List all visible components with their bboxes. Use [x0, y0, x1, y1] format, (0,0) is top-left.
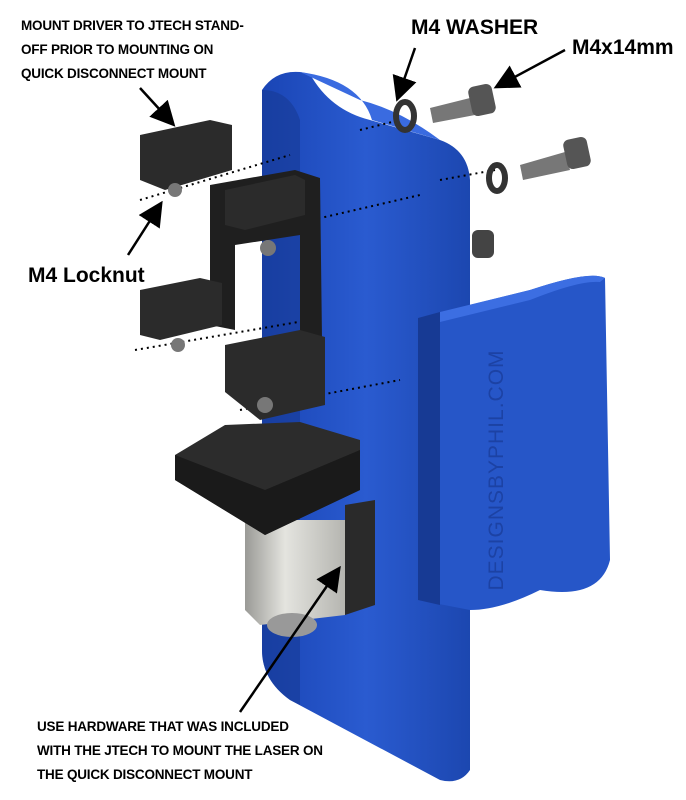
driver-note-line: MOUNT DRIVER TO JTECH STAND- — [21, 18, 244, 33]
driver-note: MOUNT DRIVER TO JTECH STAND- OFF PRIOR T… — [21, 14, 244, 86]
locknut-label: M4 Locknut — [28, 264, 145, 287]
hardware-note-line: THE QUICK DISCONNECT MOUNT — [37, 767, 253, 782]
washer-label: M4 WASHER — [411, 16, 539, 39]
screw-label: M4x14mm — [572, 36, 674, 59]
hardware-note-line: USE HARDWARE THAT WAS INCLUDED — [37, 719, 289, 734]
hardware-note: USE HARDWARE THAT WAS INCLUDED WITH THE … — [37, 715, 323, 787]
driver-note-line: QUICK DISCONNECT MOUNT — [21, 66, 207, 81]
callout-arrows — [126, 47, 566, 713]
driver-note-line: OFF PRIOR TO MOUNTING ON — [21, 42, 214, 57]
clip-part — [418, 275, 610, 610]
alignment-lines — [134, 119, 496, 411]
laser-module — [175, 422, 375, 637]
hardware — [393, 83, 591, 258]
brand-watermark: DESIGNSBYPHIL.COM — [485, 349, 508, 591]
jtech-standoffs — [140, 120, 325, 420]
hardware-note-line: WITH THE JTECH TO MOUNT THE LASER ON — [37, 743, 323, 758]
